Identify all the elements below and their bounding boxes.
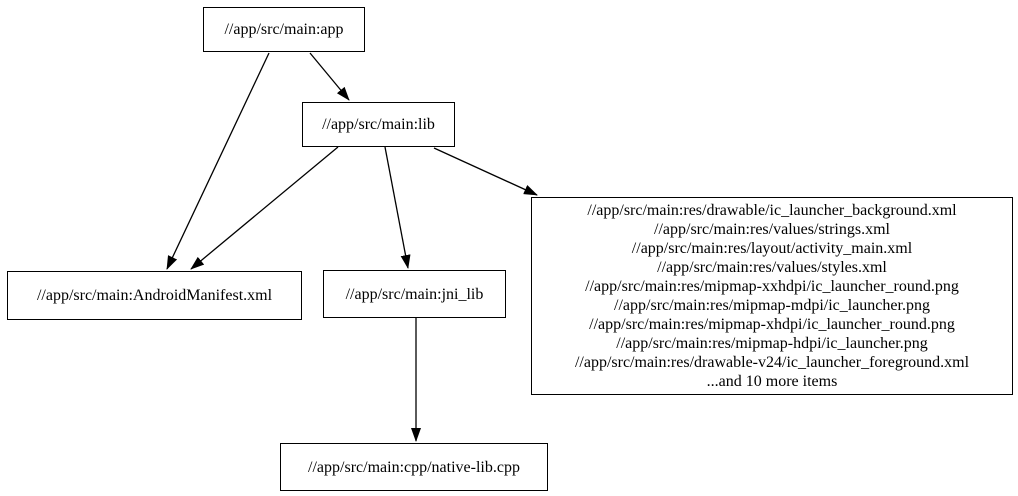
graph-node-app: //app/src/main:app	[203, 7, 365, 52]
graph-node-lib: //app/src/main:lib	[302, 102, 455, 147]
res-group-line: //app/src/main:res/mipmap-xhdpi/ic_launc…	[589, 316, 955, 333]
edge-lib-to-jni-lib	[384, 146, 411, 269]
node-label-native-lib-cpp: //app/src/main:cpp/native-lib.cpp	[308, 458, 520, 476]
res-group-more-items: ...and 10 more items	[706, 373, 838, 390]
res-group-line: //app/src/main:res/drawable/ic_launcher_…	[587, 202, 957, 219]
graph-node-native-lib-cpp: //app/src/main:cpp/native-lib.cpp	[280, 443, 548, 491]
res-group-line: //app/src/main:res/values/strings.xml	[654, 221, 890, 238]
edge-lib-to-manifest	[190, 146, 339, 270]
edge-lib-to-res-group	[433, 147, 538, 196]
node-label-jni-lib: //app/src/main:jni_lib	[345, 285, 484, 303]
res-group-line: //app/src/main:res/values/styles.xml	[657, 259, 887, 276]
graph-node-res-group: //app/src/main:res/drawable/ic_launcher_…	[531, 197, 1013, 395]
node-label-app: //app/src/main:app	[224, 21, 344, 38]
edge-app-to-lib	[309, 52, 350, 101]
graph-node-android-manifest: //app/src/main:AndroidManifest.xml	[7, 271, 302, 320]
node-label-lib: //app/src/main:lib	[322, 116, 435, 133]
res-group-line: //app/src/main:res/mipmap-mdpi/ic_launch…	[614, 297, 930, 314]
res-group-line: //app/src/main:res/layout/activity_main.…	[631, 240, 913, 257]
graph-node-jni-lib: //app/src/main:jni_lib	[323, 270, 506, 318]
res-group-line: //app/src/main:res/mipmap-hdpi/ic_launch…	[616, 335, 928, 352]
edge-app-to-manifest	[166, 52, 270, 270]
node-label-android-manifest: //app/src/main:AndroidManifest.xml	[36, 287, 273, 304]
res-group-line: //app/src/main:res/drawable-v24/ic_launc…	[574, 354, 970, 371]
res-group-line: //app/src/main:res/mipmap-xxhdpi/ic_laun…	[585, 278, 959, 295]
